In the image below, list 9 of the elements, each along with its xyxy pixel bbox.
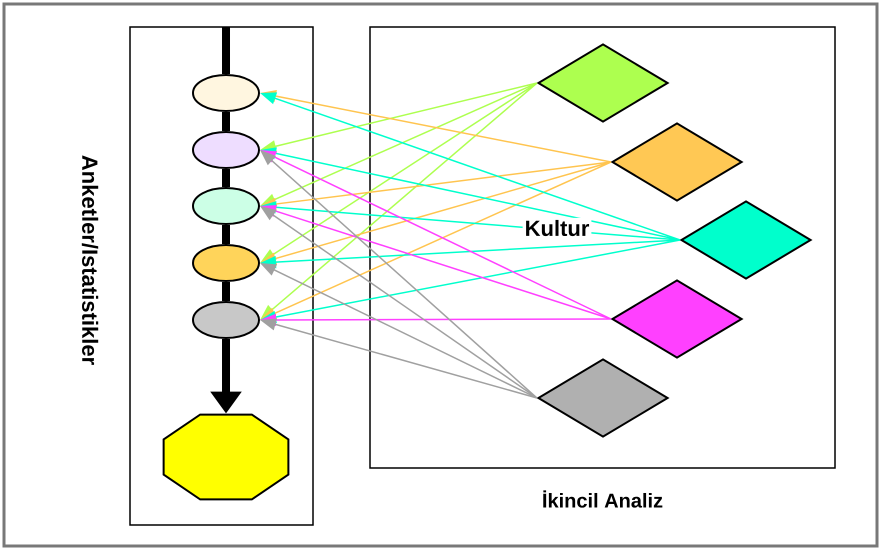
octagon-shape <box>162 414 290 500</box>
panel-label: Kultur <box>522 218 592 238</box>
ellipse-marker <box>192 131 260 169</box>
ellipse-marker <box>192 244 260 282</box>
ellipse-marker <box>192 74 260 112</box>
vertical-title: Anketler/Istatistikler <box>82 155 98 365</box>
ellipse-marker <box>192 301 260 339</box>
panel-caption: İkincil Analiz <box>543 490 662 508</box>
ellipse-marker <box>192 187 260 225</box>
